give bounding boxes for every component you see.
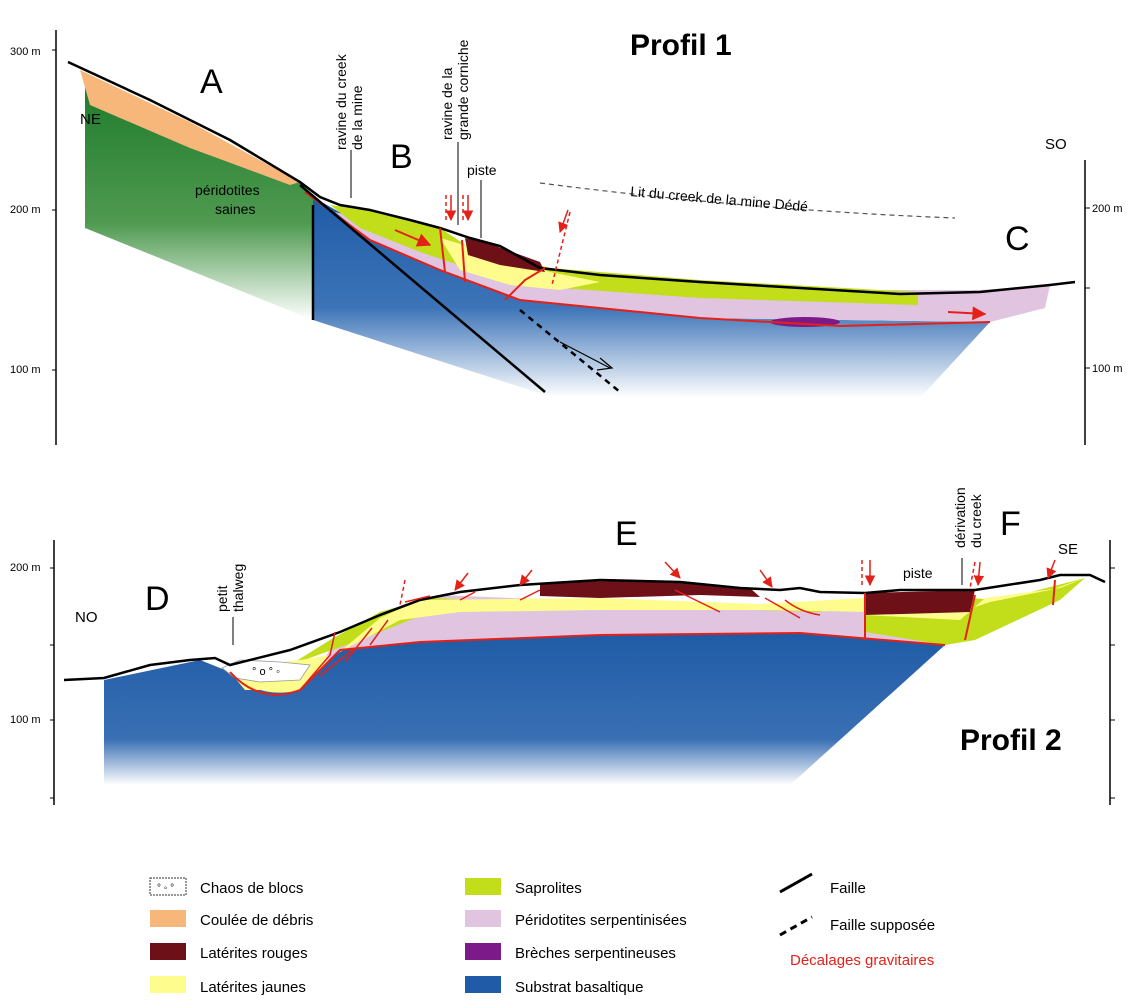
- creek-bed-line: [539, 182, 956, 219]
- legend-label-coulee-debris: Coulée de débris: [200, 912, 313, 929]
- profile2-title: Profil 2: [960, 724, 1062, 757]
- coulee-debris-layer: [80, 70, 300, 185]
- svg-text:° o ° ◦: ° o ° ◦: [252, 666, 280, 678]
- ravine-creek-label-1: ravine du creek: [333, 53, 349, 150]
- thalweg-label-2: thalweg: [230, 564, 246, 612]
- direction-ne: NE: [80, 111, 101, 128]
- zone-c: C: [1005, 220, 1030, 258]
- zone-d: D: [145, 580, 170, 618]
- piste-label-1: piste: [467, 162, 497, 178]
- zone-e: E: [615, 515, 638, 553]
- peridotites-label-2: saines: [215, 201, 255, 217]
- serpentinized-peridotites-2: [300, 595, 970, 690]
- profile2-ground-surface: [63, 573, 1106, 682]
- zone-a: A: [200, 63, 223, 101]
- profile1-tick-300: 300 m: [10, 46, 41, 58]
- legend-label-saprolites: Saprolites: [515, 880, 582, 897]
- direction-so: SO: [1045, 136, 1067, 153]
- legend-symbol-faille-supposee: [779, 915, 813, 937]
- legend-symbol-faille: [779, 872, 813, 894]
- legend-swatch-saprolites: [465, 878, 501, 895]
- direction-no: NO: [75, 609, 98, 626]
- creek-bed-label: Lit du creek de la mine Dédé: [630, 183, 809, 214]
- derivation-label-1: dérivation: [952, 487, 968, 548]
- legend-label-chaos-blocs: Chaos de blocs: [200, 880, 303, 897]
- legend-label-decalages: Décalages gravitaires: [790, 952, 934, 969]
- profile1-tick-200: 200 m: [10, 204, 41, 216]
- profile1-right-tick-200: 200 m: [1092, 203, 1123, 215]
- ravine-corniche-label-2: grande corniche: [455, 39, 471, 140]
- fault-line-1: [299, 184, 546, 393]
- profile-1: 300 m 200 m 100 m 200 m 100 m: [10, 29, 1123, 445]
- peridotites-saines-layer: [85, 78, 313, 320]
- legend-label-laterites-rouges: Latérites rouges: [200, 945, 308, 962]
- thalweg-label-1: petit: [214, 585, 230, 612]
- legend-label-peridotites-serp: Péridotites serpentinisées: [515, 912, 687, 929]
- legend-swatch-substrat: [465, 976, 501, 993]
- legend-swatch-chaos-blocs: [149, 877, 187, 896]
- peridotites-label-1: péridotites: [195, 182, 260, 198]
- legend-swatch-coulee-debris: [150, 910, 186, 927]
- profile-2: 200 m 100 m ° o ° ◦: [10, 487, 1115, 805]
- legend-swatch-peridotites-serp: [465, 910, 501, 927]
- legend-label-laterites-jaunes: Latérites jaunes: [200, 979, 306, 996]
- profile1-tick-100: 100 m: [10, 364, 41, 376]
- svg-text:° ◦ °: ° ◦ °: [157, 883, 174, 894]
- piste-label-2: piste: [903, 565, 933, 581]
- profile2-tick-100: 100 m: [10, 714, 41, 726]
- zone-f: F: [1000, 505, 1021, 543]
- red-laterites-2b: [865, 590, 975, 615]
- legend-label-faille-supposee: Faille supposée: [830, 917, 935, 934]
- ravine-corniche-label-1: ravine de la: [439, 67, 455, 140]
- zone-b: B: [390, 138, 413, 176]
- legend-label-breches: Brèches serpentineuses: [515, 945, 676, 962]
- legend-swatch-breches: [465, 943, 501, 960]
- profile1-right-tick-100: 100 m: [1092, 363, 1123, 375]
- profile2-tick-200: 200 m: [10, 562, 41, 574]
- legend-swatch-laterites-rouges: [150, 943, 186, 960]
- basalt-substrate-1: [313, 197, 990, 398]
- legend-label-faille: Faille: [830, 880, 866, 897]
- legend: ° ◦ ° Chaos de blocs Coulée de débris La…: [149, 872, 935, 996]
- ravine-creek-label-2: de la mine: [349, 85, 365, 150]
- red-laterites-1: [465, 238, 545, 272]
- basalt-substrate-2: [104, 633, 945, 785]
- legend-label-substrat: Substrat basaltique: [515, 979, 643, 996]
- profile1-ground-surface: [67, 60, 1076, 296]
- yellow-laterites-2: [230, 578, 1085, 690]
- profile1-title: Profil 1: [630, 29, 732, 62]
- legend-swatch-laterites-jaunes: [150, 976, 186, 993]
- derivation-label-2: du creek: [968, 493, 984, 548]
- direction-se: SE: [1058, 541, 1078, 558]
